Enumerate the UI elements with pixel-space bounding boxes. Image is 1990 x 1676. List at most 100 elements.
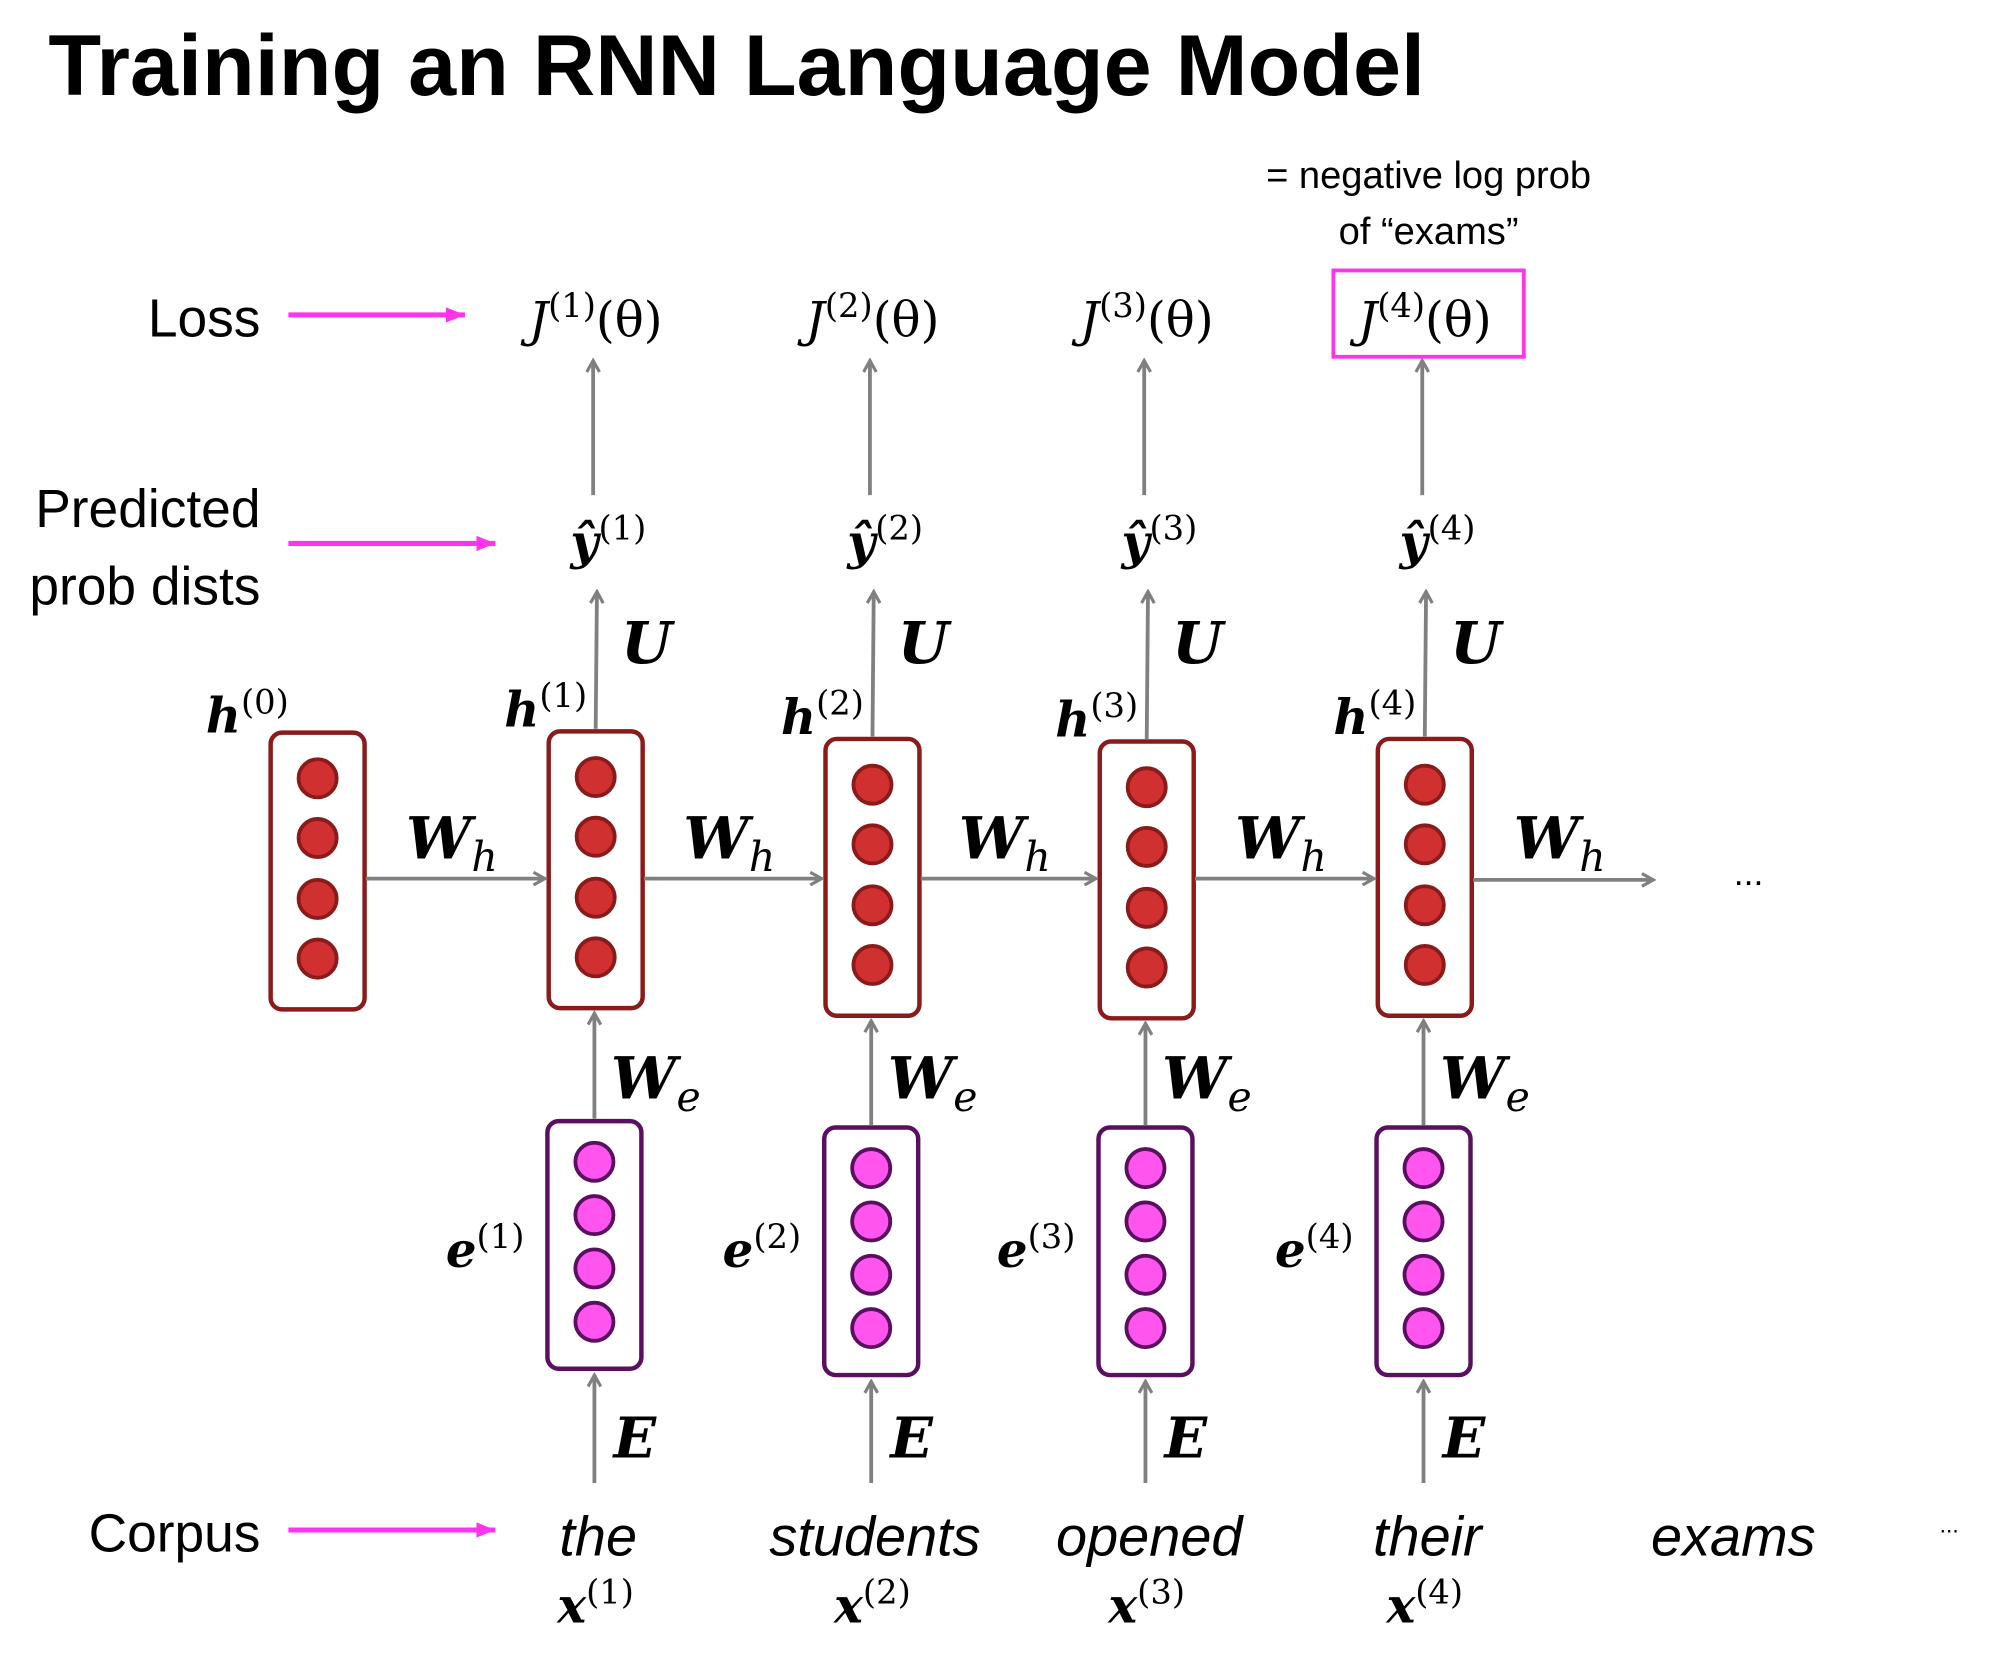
hidden-state-box-2 <box>823 736 922 1018</box>
label-x3: x(3) <box>1107 1572 1185 1634</box>
corpus-ellipsis: ... <box>1940 1512 1959 1538</box>
label-e2-superscript: (2) <box>753 1217 801 1256</box>
label-e4-superscript: (4) <box>1306 1217 1354 1256</box>
loss-J1-base: J <box>520 292 551 348</box>
embedding-box-1-neuron <box>573 1140 616 1183</box>
label-e2-base: e <box>723 1223 754 1279</box>
embedding-box-4-neuron <box>1402 1147 1445 1190</box>
wh-label-2-base: W <box>683 803 754 872</box>
hidden-ellipsis: ... <box>1734 853 1764 893</box>
label-yhat1-base: ŷ <box>569 515 601 571</box>
label-e2: e(2) <box>723 1217 802 1279</box>
embedding-box-2-neuron <box>850 1307 893 1350</box>
label-yhat3-superscript: (3) <box>1150 508 1198 547</box>
e-matrix-label-4-base: E <box>1441 1407 1487 1472</box>
loss-J3-argument: (θ) <box>1147 292 1214 348</box>
label-yhat3: ŷ(3) <box>1120 508 1197 570</box>
hidden-state-box-3-neuron <box>1125 825 1168 868</box>
embedding-box-4-neuron <box>1402 1253 1445 1296</box>
embedding-box-1-neuron <box>573 1194 616 1237</box>
we-label-3-base: W <box>1162 1043 1233 1112</box>
loss-J2: J(2)(θ) <box>797 286 940 348</box>
label-yhat2-superscript: (2) <box>875 508 923 547</box>
embedding-box-4-neuron <box>1402 1307 1445 1350</box>
we-label-3: We <box>1162 1043 1252 1121</box>
hidden-state-box-2-neuron <box>851 944 894 986</box>
label-yhat3-base: ŷ <box>1120 515 1152 571</box>
wh-label-out-subscript: h <box>1579 833 1605 881</box>
wh-label-4-base: W <box>1235 803 1306 872</box>
we-label-1: We <box>611 1043 701 1121</box>
loss-J2-base: J <box>797 292 828 348</box>
u-arrow-3 <box>1147 592 1148 739</box>
annotation-line-2: of “exams” <box>1339 211 1519 253</box>
hidden-state-box-4 <box>1375 736 1474 1018</box>
hidden-state-box-0-neuron <box>296 937 339 980</box>
label-h0-superscript: (0) <box>241 682 289 721</box>
wh-label-3-subscript: h <box>1024 833 1050 881</box>
u-label-2-base: U <box>898 608 952 677</box>
e-matrix-label-2-base: E <box>888 1407 934 1472</box>
label-h1-base: h <box>504 682 539 738</box>
hidden-state-box-1-neuron <box>574 876 617 919</box>
hidden-state-box-4-neuron <box>1403 944 1446 986</box>
label-yhat4-base: ŷ <box>1399 515 1431 571</box>
hidden-state-box-2-neuron <box>851 884 894 927</box>
label-x3-base: x <box>1107 1579 1138 1635</box>
wh-label-2-subscript: h <box>749 833 775 881</box>
label-x4-base: x <box>1385 1579 1416 1635</box>
wh-label-2: Wh <box>683 803 775 881</box>
e-matrix-label-3-base: E <box>1163 1407 1209 1472</box>
label-x1-superscript: (1) <box>586 1572 634 1611</box>
wh-label-1: Wh <box>406 803 498 881</box>
label-h3-superscript: (3) <box>1090 686 1138 725</box>
label-e3-superscript: (3) <box>1028 1217 1076 1256</box>
label-x2: x(2) <box>833 1572 911 1634</box>
loss-J4-argument: (θ) <box>1425 292 1492 348</box>
label-yhat4-superscript: (4) <box>1428 508 1476 547</box>
u-label-2: U <box>898 608 952 677</box>
embedding-box-2-neuron <box>850 1200 893 1243</box>
predicted-label-2: prob dists <box>29 557 260 616</box>
hidden-state-box-4-neuron <box>1403 823 1446 866</box>
u-label-1: U <box>621 608 675 677</box>
wh-label-3-base: W <box>959 803 1030 872</box>
loss-J4-superscript: (4) <box>1377 286 1425 325</box>
we-label-4-base: W <box>1440 1043 1511 1112</box>
label-h3-base: h <box>1055 692 1090 748</box>
label-yhat2: ŷ(2) <box>846 508 923 570</box>
hidden-state-box-0-neuron <box>296 877 339 920</box>
label-x3-superscript: (3) <box>1137 1572 1185 1611</box>
we-label-1-subscript: e <box>676 1073 700 1121</box>
label-e1-base: e <box>446 1223 477 1279</box>
loss-J2-superscript: (2) <box>825 286 873 325</box>
hidden-state-box-0 <box>268 730 367 1012</box>
hidden-state-box-3-neuron <box>1125 946 1168 989</box>
corpus-label: Corpus <box>89 1505 261 1564</box>
label-x2-superscript: (2) <box>863 1572 911 1611</box>
embedding-box-4 <box>1374 1125 1473 1378</box>
hidden-state-box-3-neuron <box>1125 766 1168 809</box>
loss-J2-argument: (θ) <box>873 292 940 348</box>
hidden-state-box-4-neuron <box>1403 763 1446 806</box>
label-h4-base: h <box>1333 690 1368 746</box>
label-h0-base: h <box>206 689 241 745</box>
label-e1-superscript: (1) <box>477 1217 525 1256</box>
label-x1: x(1) <box>556 1572 634 1634</box>
label-h1: h(1) <box>504 676 587 738</box>
e-matrix-label-1-base: E <box>611 1407 657 1472</box>
label-h4-superscript: (4) <box>1368 684 1416 723</box>
loss-J4: J(4)(θ) <box>1349 286 1492 348</box>
u-label-3: U <box>1172 608 1226 677</box>
label-h2: h(2) <box>781 684 864 746</box>
u-arrow-4 <box>1425 592 1426 737</box>
wh-label-3: Wh <box>959 803 1051 881</box>
corpus-word-3: opened <box>1056 1504 1244 1567</box>
embedding-box-2-neuron <box>850 1147 893 1190</box>
we-label-4: We <box>1440 1043 1530 1121</box>
page-title: Training an RNN Language Model <box>48 18 1425 114</box>
embedding-box-3-neuron <box>1124 1253 1167 1296</box>
label-h3: h(3) <box>1055 686 1138 748</box>
next-word-exams: exams <box>1651 1504 1816 1567</box>
